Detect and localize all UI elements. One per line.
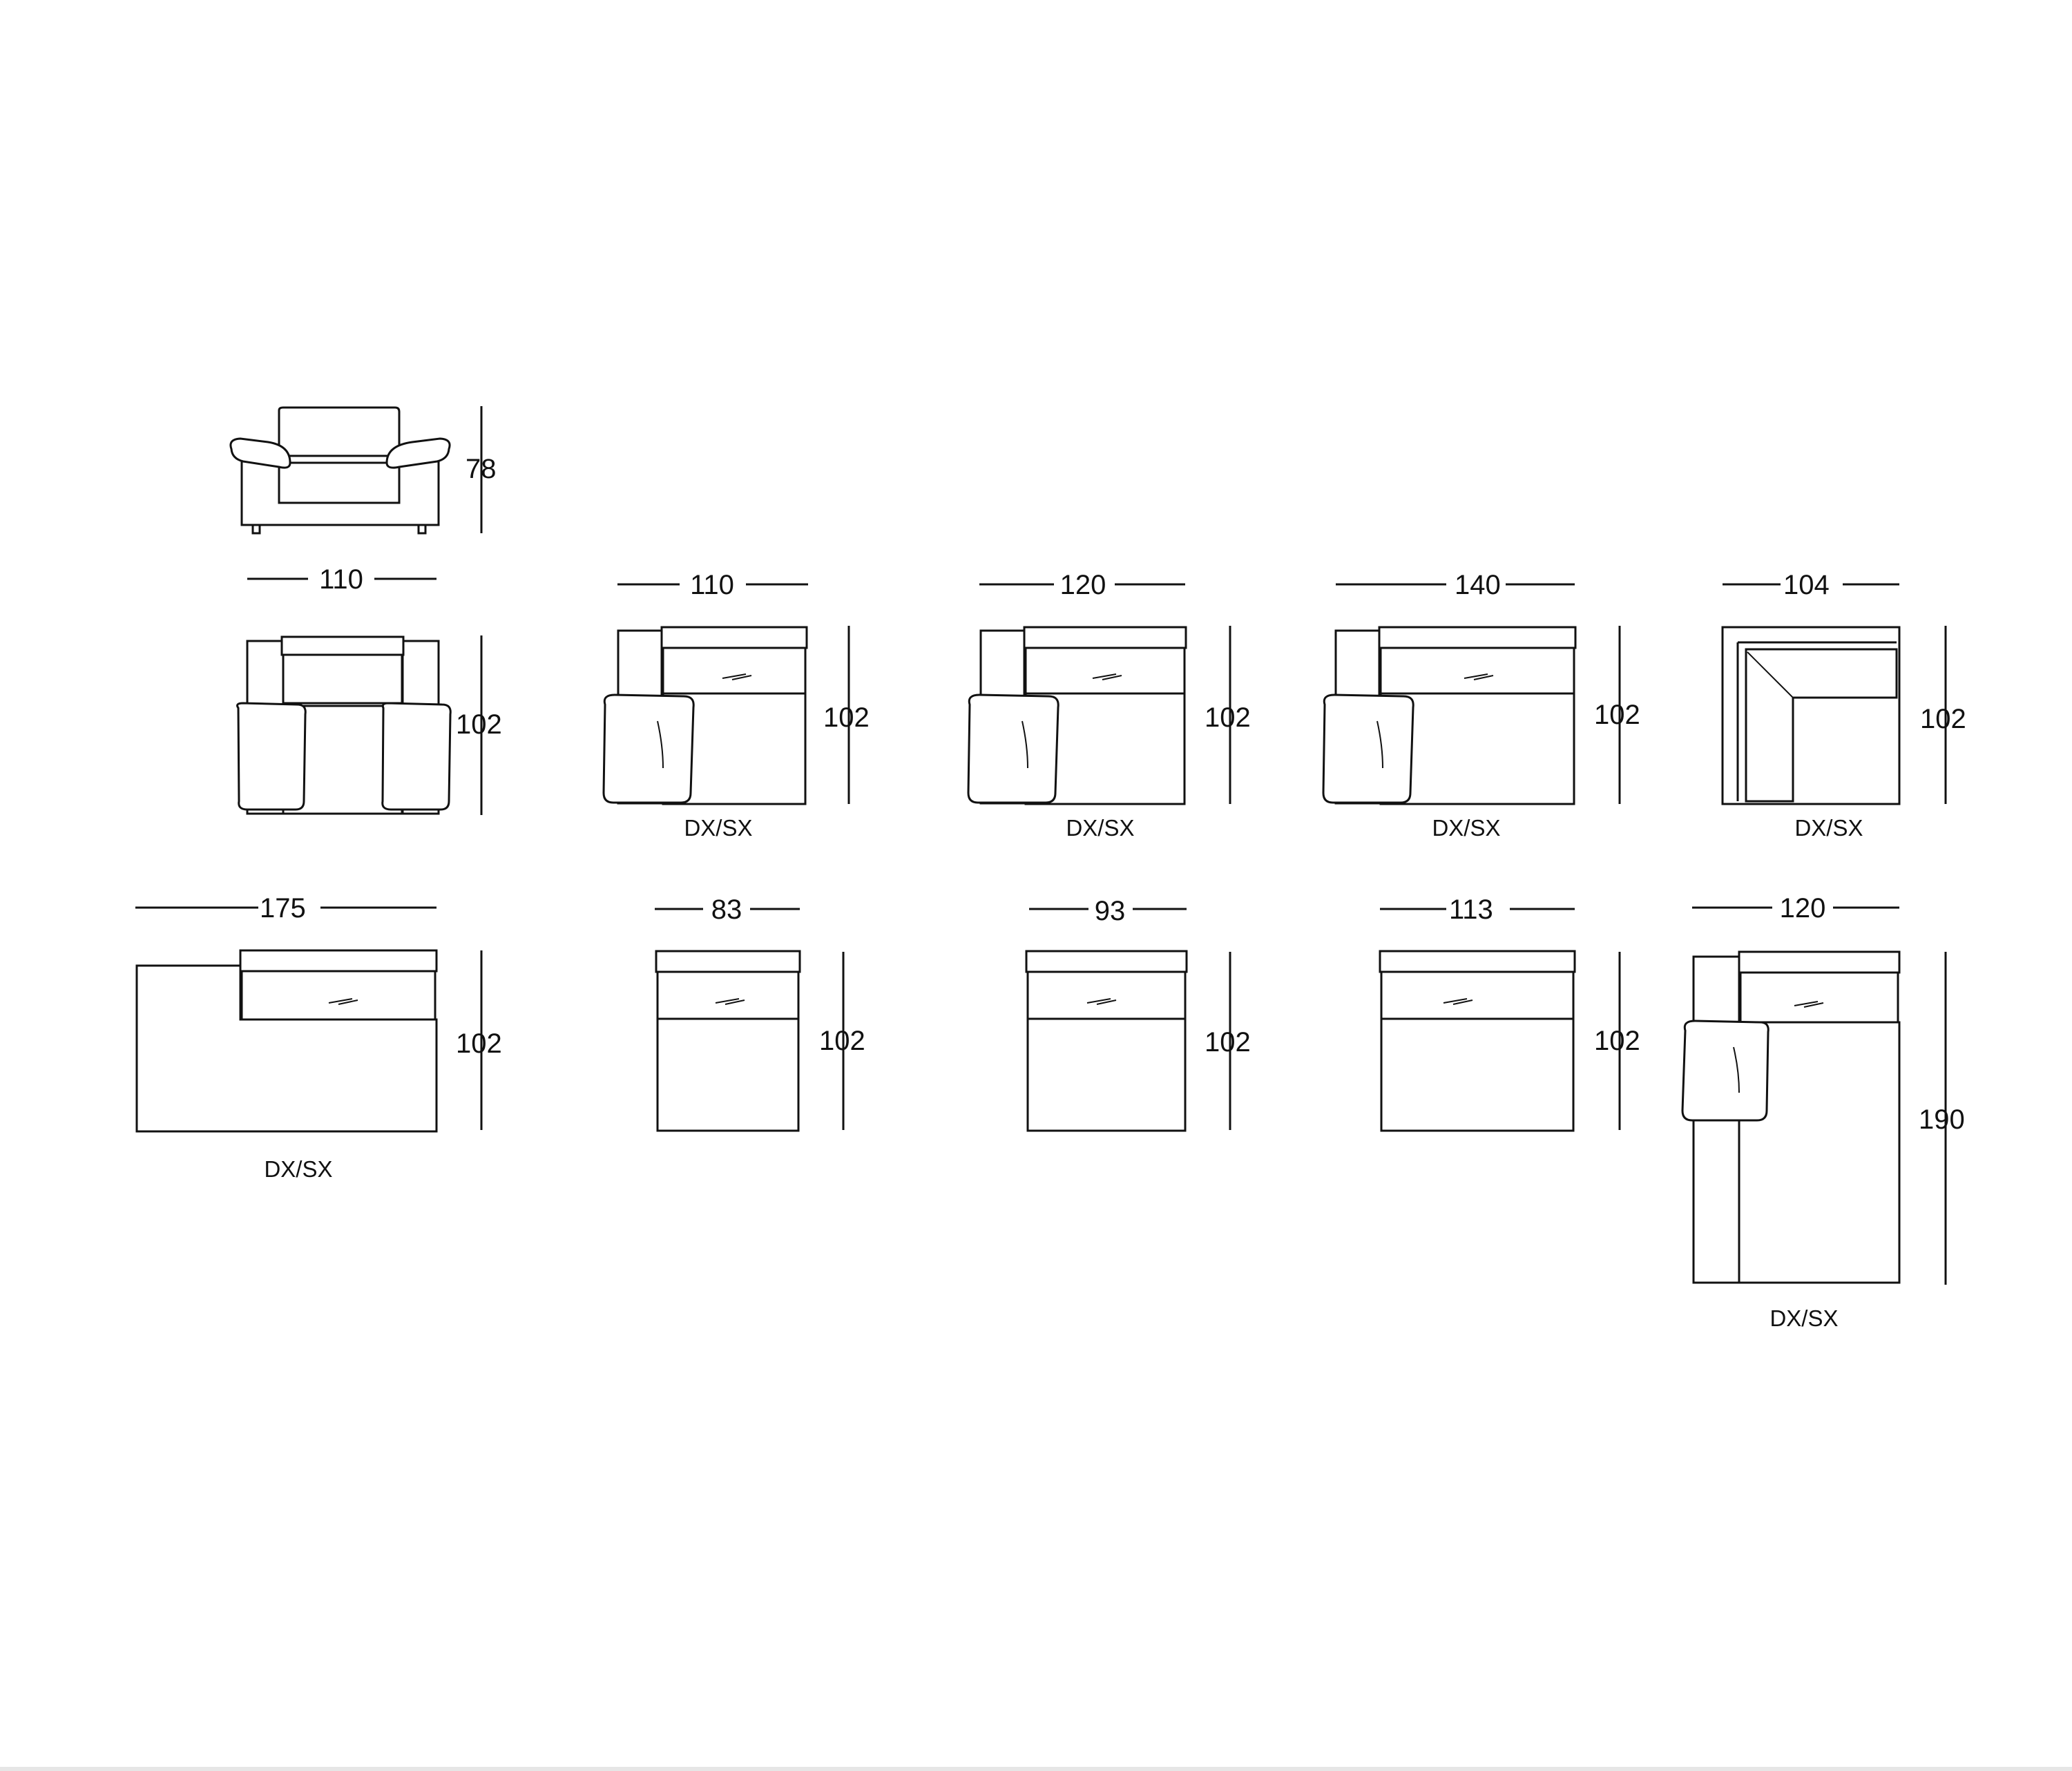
module-120-width-label: 120 xyxy=(1060,570,1106,600)
module-104-variant-label: DX/SX xyxy=(1794,815,1863,841)
module-83-width-label: 83 xyxy=(711,894,742,925)
module-113-width-label: 113 xyxy=(1449,894,1493,925)
module-arm-seat-140: 140 102 DX/SX xyxy=(1322,570,1640,841)
module-140-width-label: 140 xyxy=(1455,570,1501,600)
module-120-depth-label: 102 xyxy=(1205,702,1251,733)
module-seat-93: 93 102 xyxy=(1025,896,1251,1132)
module-chaise-175: 175 102 DX/SX xyxy=(135,893,502,1182)
module-175-depth-label: 102 xyxy=(456,1028,502,1059)
module-seat-83: 83 102 xyxy=(655,894,865,1132)
module-175-width-label: 175 xyxy=(260,893,306,923)
armchair-width-label: 110 xyxy=(319,564,363,595)
module-chaise-longue-width-label: 120 xyxy=(1780,893,1826,923)
module-arm-seat-120: 120 102 DX/SX xyxy=(967,570,1251,841)
module-110-width-label: 110 xyxy=(690,570,734,600)
armchair-depth-label: 102 xyxy=(456,709,502,740)
footer-strip xyxy=(0,1767,2072,1771)
module-104-depth-label: 102 xyxy=(1920,704,1966,734)
armchair-plan: 110 102 xyxy=(236,564,502,815)
armchair-front-view: 78 xyxy=(229,406,497,535)
armchair-height-label: 78 xyxy=(466,454,497,484)
module-110-variant-label: DX/SX xyxy=(684,815,752,841)
module-chaise-longue-variant-label: DX/SX xyxy=(1769,1305,1838,1331)
module-chaise-longue-depth-label: 190 xyxy=(1919,1104,1965,1135)
module-chaise-longue-120: 120 190 DX/SX xyxy=(1681,893,1965,1331)
module-140-depth-label: 102 xyxy=(1594,700,1640,730)
module-seat-113: 113 102 xyxy=(1379,894,1640,1132)
module-arm-seat-110: 110 102 DX/SX xyxy=(602,570,870,841)
module-140-variant-label: DX/SX xyxy=(1432,815,1500,841)
module-104-width-label: 104 xyxy=(1783,570,1830,600)
module-corner-104: 104 102 DX/SX xyxy=(1721,570,1966,841)
module-110-depth-label: 102 xyxy=(823,702,870,733)
module-93-depth-label: 102 xyxy=(1205,1027,1251,1057)
module-120-variant-label: DX/SX xyxy=(1066,815,1134,841)
module-113-depth-label: 102 xyxy=(1594,1026,1640,1056)
module-93-width-label: 93 xyxy=(1095,896,1126,926)
module-83-depth-label: 102 xyxy=(819,1026,865,1056)
module-175-variant-label: DX/SX xyxy=(264,1156,332,1182)
